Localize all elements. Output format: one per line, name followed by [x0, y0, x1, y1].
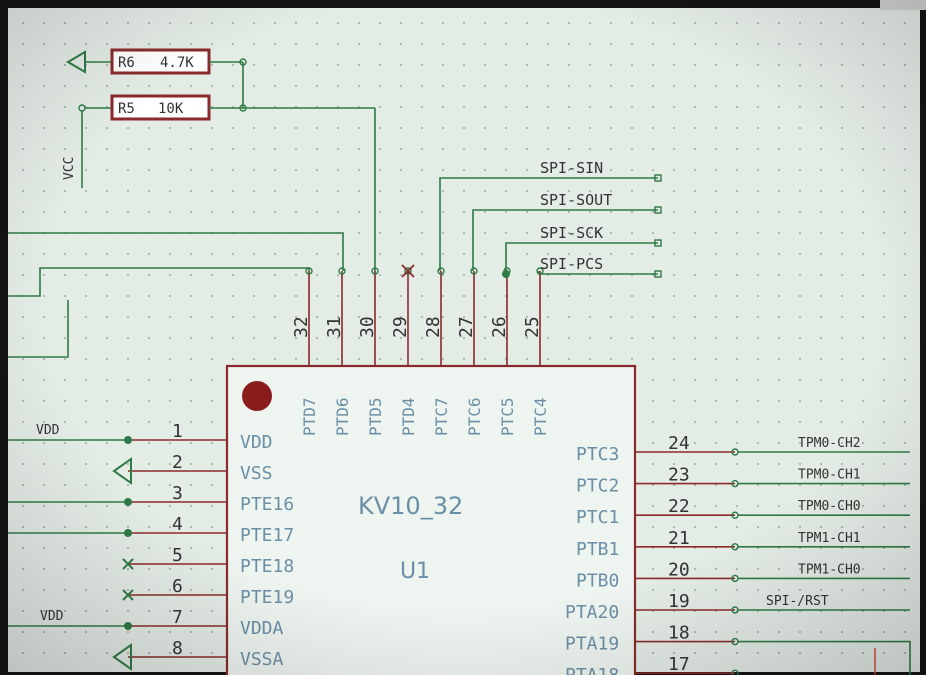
- left-pin-number: 7: [172, 607, 183, 628]
- top-pin-number: 27: [456, 316, 477, 338]
- right-pin-number: 21: [668, 528, 690, 549]
- left-pin-name: VSS: [240, 463, 273, 484]
- top-pin-name: PTD6: [333, 397, 352, 436]
- right-pin-name: PTC1: [576, 507, 619, 528]
- spi-net-label: SPI-SOUT: [540, 191, 612, 209]
- ic-u1[interactable]: KV10_32 U1: [225, 364, 637, 675]
- right-pin-name: PTA18: [565, 665, 619, 675]
- right-net-label: SPI-/RST: [766, 594, 829, 609]
- left-net-label: VDD: [36, 423, 60, 438]
- right-pin-name: PTB1: [576, 539, 619, 560]
- spi-net-label: SPI-SIN: [540, 159, 603, 177]
- right-pin-name: PTC2: [576, 476, 619, 497]
- right-net-label: TPM0-CH2: [798, 436, 861, 451]
- left-pin-name: PTE16: [240, 494, 294, 515]
- left-pin-number: 3: [172, 483, 183, 504]
- top-pin-number: 26: [489, 316, 510, 338]
- r5-ref: R5: [118, 101, 135, 117]
- top-pin-name: PTD5: [366, 397, 385, 436]
- right-pin-number: 24: [668, 433, 690, 454]
- r6-ref: R6: [118, 55, 135, 71]
- junction-dot: [124, 529, 132, 537]
- left-pin-name: VSSA: [240, 649, 284, 670]
- left-pin-name: PTE18: [240, 556, 294, 577]
- top-pin-number: 31: [324, 316, 345, 338]
- top-pin-number: 29: [390, 316, 411, 338]
- left-pin-number: 2: [172, 452, 183, 473]
- r5-value: 10K: [158, 101, 184, 117]
- vcc-label: VCC: [62, 157, 77, 180]
- right-pin-number: 22: [668, 496, 690, 517]
- junction-dot: [124, 436, 132, 444]
- left-pin-number: 5: [172, 545, 183, 566]
- left-pin-name: VDD: [240, 432, 273, 453]
- window-corner: [880, 0, 926, 10]
- left-net-label: VDD: [40, 609, 64, 624]
- top-pin-name: PTC5: [498, 397, 517, 436]
- top-pin-name: PTC6: [465, 397, 484, 436]
- top-pin-name: PTD4: [399, 397, 418, 436]
- right-pin-number: 17: [668, 654, 690, 675]
- right-pin-name: PTA19: [565, 634, 619, 655]
- left-pin-number: 6: [172, 576, 183, 597]
- top-pin-name: PTC7: [432, 397, 451, 436]
- left-pin-number: 1: [172, 421, 183, 442]
- right-net-label: TPM0-CH1: [798, 468, 861, 483]
- spi-net-label: SPI-SCK: [540, 224, 603, 242]
- r6-value: 4.7K: [160, 55, 194, 71]
- junction-dot: [502, 270, 510, 278]
- left-pin-number: 4: [172, 514, 183, 535]
- ic-body: [225, 364, 637, 675]
- right-pin-number: 20: [668, 559, 690, 580]
- right-net-label: TPM1-CH1: [798, 531, 861, 546]
- ic-ref: U1: [400, 559, 430, 584]
- top-pin-name: PTD7: [300, 397, 319, 436]
- junction-dot: [124, 498, 132, 506]
- left-pin-name: PTE17: [240, 525, 294, 546]
- left-pin-name: PTE19: [240, 587, 294, 608]
- top-pin-number: 32: [291, 316, 312, 338]
- pin1-marker-icon: [242, 381, 272, 411]
- top-pin-name: PTC4: [531, 397, 550, 436]
- right-net-label: TPM1-CH0: [798, 562, 861, 577]
- right-pin-number: 19: [668, 591, 690, 612]
- right-pin-name: PTA20: [565, 602, 619, 623]
- right-pin-number: 18: [668, 623, 690, 644]
- left-pin-number: 8: [172, 638, 183, 659]
- left-pin-name: VDDA: [240, 618, 284, 639]
- right-pin-name: PTB0: [576, 570, 619, 591]
- junction-dot: [124, 622, 132, 630]
- right-net-label: TPM0-CH0: [798, 499, 861, 514]
- top-pin-number: 25: [522, 316, 543, 338]
- top-pin-number: 28: [423, 316, 444, 338]
- right-pin-number: 23: [668, 465, 690, 486]
- top-pin-number: 30: [357, 316, 378, 338]
- ic-name: KV10_32: [358, 492, 463, 520]
- spi-net-label: SPI-PCS: [540, 255, 603, 273]
- right-pin-name: PTC3: [576, 444, 619, 465]
